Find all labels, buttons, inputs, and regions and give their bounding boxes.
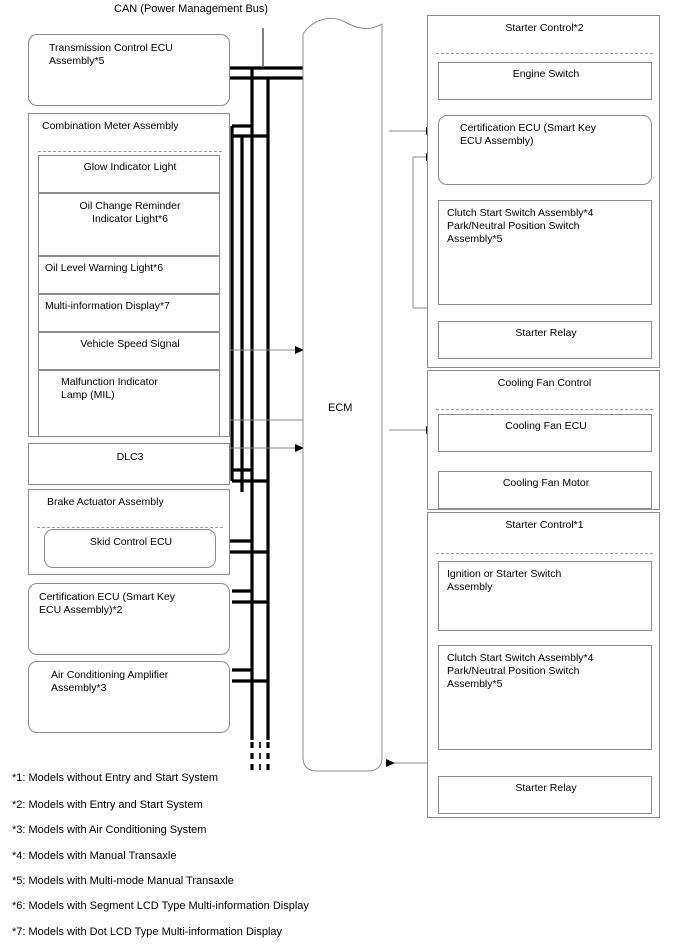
- brake-actuator-assembly-label: Brake Actuator Assembly: [47, 496, 164, 508]
- ecm-shape: [302, 17, 383, 772]
- footnote-6: *6: Models with Segment LCD Type Multi-i…: [12, 900, 309, 912]
- footnote-3: *3: Models with Air Conditioning System: [12, 824, 207, 836]
- multi-information-display-box[interactable]: Multi-information Display*7: [38, 294, 220, 332]
- brake-actuator-divider: [37, 527, 223, 528]
- starter-relay-2-box[interactable]: Starter Relay: [438, 321, 652, 359]
- clutch-start-switch-1-label: Clutch Start Switch Assembly*4 Park/Neut…: [447, 652, 594, 690]
- cooling-fan-motor-label: Cooling Fan Motor: [502, 477, 590, 489]
- starter-control-2-label: Starter Control*2: [505, 22, 584, 34]
- certification-ecu-starter-box[interactable]: Certification ECU (Smart Key ECU Assembl…: [438, 115, 652, 185]
- footnote-1: *1: Models without Entry and Start Syste…: [12, 772, 219, 784]
- vehicle-speed-signal-box[interactable]: Vehicle Speed Signal: [38, 332, 220, 370]
- certification-ecu-smart-key-label: Certification ECU (Smart Key ECU Assembl…: [39, 591, 175, 616]
- starter-relay-2-label: Starter Relay: [515, 327, 577, 339]
- certification-ecu-smart-key-box[interactable]: Certification ECU (Smart Key ECU Assembl…: [28, 583, 230, 655]
- ecm-label: ECM: [328, 402, 353, 414]
- malfunction-indicator-lamp-box[interactable]: Malfunction Indicator Lamp (MIL): [38, 370, 220, 437]
- oil-level-warning-light-label: Oil Level Warning Light*6: [45, 262, 164, 274]
- combination-meter-assembly-label: Combination Meter Assembly: [42, 120, 179, 132]
- oil-change-reminder-indicator-light-label: Oil Change Reminder Indicator Light*6: [79, 200, 181, 225]
- cooling-fan-ecu-label: Cooling Fan ECU: [505, 420, 587, 432]
- ignition-or-starter-switch-box[interactable]: Ignition or Starter Switch Assembly: [438, 561, 652, 631]
- glow-indicator-light-box[interactable]: Glow Indicator Light: [38, 155, 220, 193]
- combination-meter-divider: [38, 151, 222, 152]
- engine-switch-box[interactable]: Engine Switch: [438, 62, 652, 100]
- air-conditioning-amplifier-label: Air Conditioning Amplifier Assembly*3: [51, 669, 169, 694]
- oil-change-reminder-indicator-light-box[interactable]: Oil Change Reminder Indicator Light*6: [38, 193, 220, 256]
- footnote-7: *7: Models with Dot LCD Type Multi-infor…: [12, 926, 283, 938]
- dlc3-label: DLC3: [116, 451, 144, 463]
- dlc3-box[interactable]: DLC3: [28, 443, 230, 485]
- clutch-start-switch-2-label: Clutch Start Switch Assembly*4 Park/Neut…: [447, 207, 594, 245]
- multi-information-display-label: Multi-information Display*7: [45, 300, 170, 312]
- starter-control-1-divider: [436, 553, 653, 554]
- diagram-title: CAN (Power Management Bus): [114, 3, 269, 15]
- malfunction-indicator-lamp-label: Malfunction Indicator Lamp (MIL): [61, 376, 158, 401]
- glow-indicator-light-label: Glow Indicator Light: [83, 161, 177, 173]
- transmission-control-ecu-label: Transmission Control ECU Assembly*5: [49, 42, 173, 67]
- air-conditioning-amplifier-box[interactable]: Air Conditioning Amplifier Assembly*3: [28, 661, 230, 733]
- cooling-fan-ecu-box[interactable]: Cooling Fan ECU: [438, 414, 652, 452]
- skid-control-ecu-box[interactable]: Skid Control ECU: [44, 529, 216, 568]
- skid-control-ecu-label: Skid Control ECU: [89, 536, 173, 548]
- oil-level-warning-light-box[interactable]: Oil Level Warning Light*6: [38, 256, 220, 294]
- clutch-start-switch-1-box[interactable]: Clutch Start Switch Assembly*4 Park/Neut…: [438, 645, 652, 750]
- cooling-fan-motor-box[interactable]: Cooling Fan Motor: [438, 471, 652, 509]
- starter-control-1-label: Starter Control*1: [505, 519, 584, 531]
- starter-relay-1-box[interactable]: Starter Relay: [438, 776, 652, 814]
- cooling-fan-control-divider: [436, 409, 653, 410]
- footnote-2: *2: Models with Entry and Start System: [12, 799, 203, 811]
- clutch-start-switch-2-box[interactable]: Clutch Start Switch Assembly*4 Park/Neut…: [438, 200, 652, 305]
- engine-switch-label: Engine Switch: [512, 68, 580, 80]
- starter-control-2-divider: [436, 53, 653, 54]
- ignition-or-starter-switch-label: Ignition or Starter Switch Assembly: [447, 568, 562, 593]
- footnote-4: *4: Models with Manual Transaxle: [12, 850, 177, 862]
- certification-ecu-starter-label: Certification ECU (Smart Key ECU Assembl…: [460, 122, 596, 147]
- footnote-5: *5: Models with Multi-mode Manual Transa…: [12, 875, 234, 887]
- transmission-control-ecu-box[interactable]: Transmission Control ECU Assembly*5: [28, 34, 230, 106]
- vehicle-speed-signal-label: Vehicle Speed Signal: [80, 338, 180, 350]
- starter-relay-1-label: Starter Relay: [515, 782, 577, 794]
- cooling-fan-control-label: Cooling Fan Control: [497, 377, 592, 389]
